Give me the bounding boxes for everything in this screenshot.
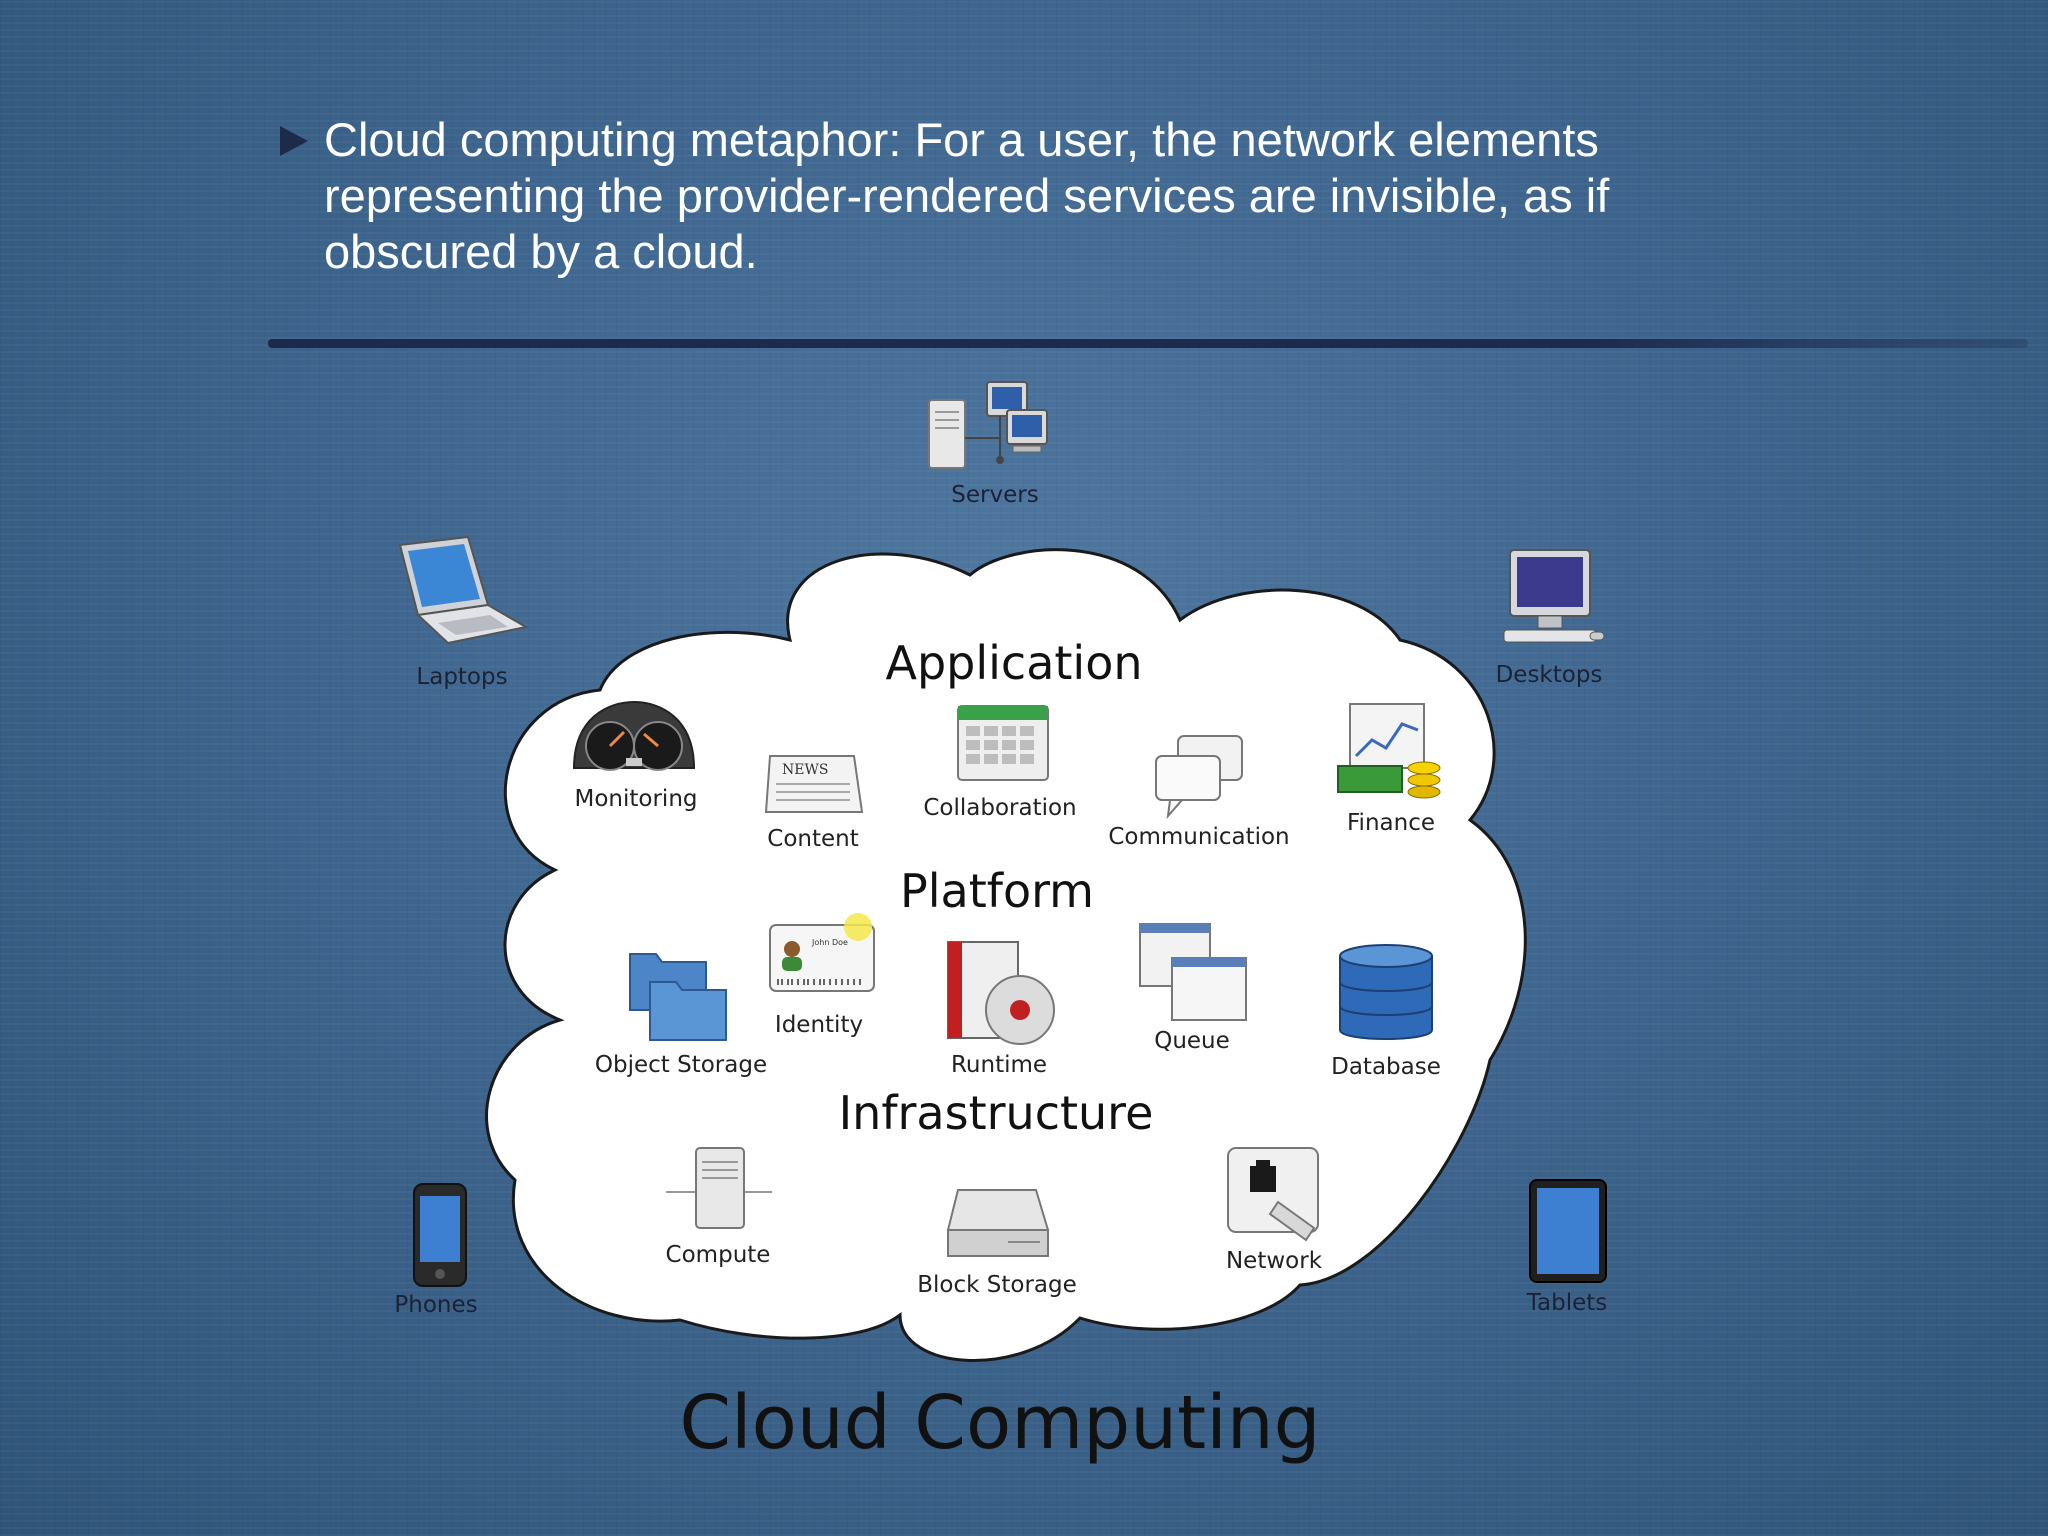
compute-label: Compute [665, 1242, 771, 1268]
runtime-disc-icon [947, 941, 1055, 1045]
monitoring-label: Monitoring [574, 786, 698, 812]
database-icon [1339, 944, 1433, 1040]
servers-label: Servers [951, 482, 1039, 508]
bullet-point: Cloud computing metaphor: For a user, th… [280, 112, 1760, 280]
phones-label: Phones [394, 1292, 478, 1318]
identity-label: Identity [774, 1012, 864, 1038]
database-label: Database [1331, 1054, 1441, 1080]
communication-label: Communication [1108, 824, 1290, 850]
queue-windows-icon [1139, 923, 1247, 1021]
finance-label: Finance [1347, 810, 1435, 836]
laptops-label: Laptops [416, 664, 508, 690]
servers-icon [928, 381, 1048, 469]
phone-icon [413, 1183, 467, 1287]
tablet-icon [1529, 1179, 1607, 1283]
object-storage-label: Object Storage [594, 1052, 768, 1078]
news-text: NEWS [782, 762, 828, 778]
compute-server-icon [666, 1147, 772, 1229]
id-card-icon: John Doe [769, 913, 875, 992]
section-platform: Platform [900, 864, 1094, 918]
tablets-label: Tablets [1526, 1290, 1608, 1316]
divider-line [268, 339, 2028, 348]
speedometer-icon [572, 700, 696, 771]
section-application: Application [885, 636, 1143, 690]
collaboration-label: Collaboration [923, 795, 1077, 821]
desktops-label: Desktops [1495, 662, 1603, 688]
bullet-arrow-icon [280, 126, 308, 156]
calendar-icon [957, 705, 1049, 781]
hard-drive-icon [946, 1189, 1050, 1257]
laptop-icon [398, 535, 528, 645]
newspaper-icon: NEWS [764, 755, 864, 813]
id-name-text: John Doe [811, 938, 848, 947]
finance-chart-icon [1337, 703, 1441, 799]
content-label: Content [767, 826, 859, 852]
section-infrastructure: Infrastructure [838, 1086, 1154, 1140]
chat-bubbles-icon [1155, 735, 1243, 820]
network-jack-icon [1227, 1147, 1319, 1242]
diagram-caption: Cloud Computing [679, 1380, 1321, 1466]
queue-label: Queue [1154, 1028, 1230, 1054]
desktop-icon [1503, 549, 1605, 643]
block-storage-label: Block Storage [917, 1272, 1077, 1298]
bullet-text: Cloud computing metaphor: For a user, th… [324, 113, 1610, 278]
network-label: Network [1225, 1248, 1323, 1274]
runtime-label: Runtime [950, 1052, 1048, 1078]
folders-icon [629, 953, 727, 1041]
